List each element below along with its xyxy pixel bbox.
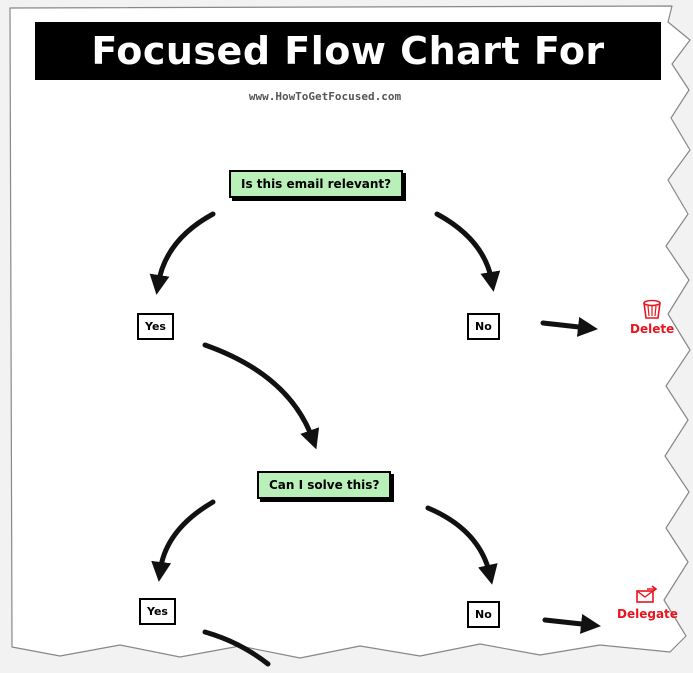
arrow-no1-to-delete <box>540 316 598 337</box>
arrow-q2-to-yes <box>151 499 216 582</box>
answer-no-solve: No <box>467 601 500 628</box>
website-subtitle: www.HowToGetFocused.com <box>248 90 402 103</box>
answer-yes-solve: Yes <box>139 598 176 625</box>
question-can-solve: Can I solve this? <box>257 471 392 499</box>
delegate-label: Delegate <box>617 607 678 621</box>
arrow-yes2-down <box>202 629 271 667</box>
arrow-yes1-to-q2 <box>202 342 320 450</box>
arrow-no2-to-delegate <box>542 613 601 634</box>
arrow-q1-to-no <box>434 211 501 292</box>
answer-yes-relevant: Yes <box>137 313 174 340</box>
arrow-q1-to-yes <box>149 211 216 295</box>
action-delete: Delete <box>630 298 674 336</box>
answer-no-relevant: No <box>467 313 500 340</box>
delete-label: Delete <box>630 322 675 336</box>
forward-envelope-icon <box>636 585 658 603</box>
action-delegate: Delegate <box>617 585 678 621</box>
page-title: Focused Flow Chart For Email <box>35 22 661 131</box>
trash-can-icon <box>643 299 661 319</box>
question-relevant: Is this email relevant? <box>229 170 404 198</box>
arrow-q2-to-no <box>425 505 498 585</box>
